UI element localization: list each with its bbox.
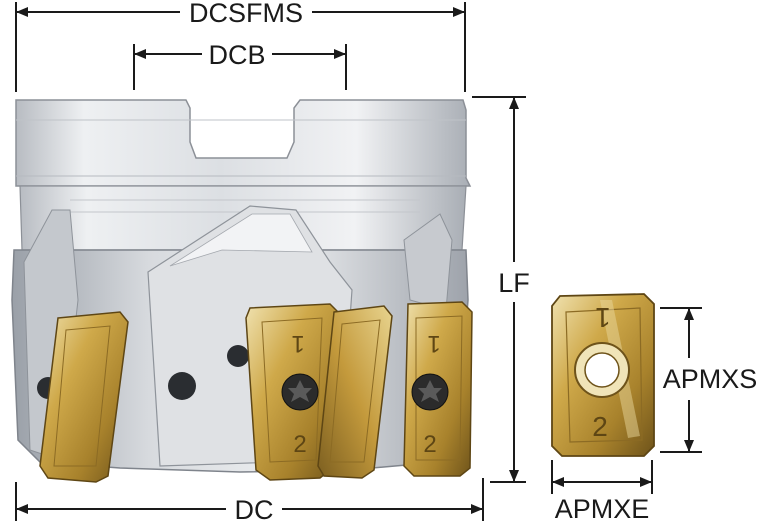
cutter-insert-center: 1 2: [245, 303, 341, 481]
label-dc: DC: [235, 495, 274, 523]
label-apmxs: APMXS: [663, 364, 758, 394]
flute-right: [403, 213, 453, 311]
insert-marking-bottom-center: 2: [293, 431, 306, 458]
cutter-flange: [15, 99, 472, 187]
flute-center-shade: [169, 213, 313, 267]
insert-marking-bottom-right: 2: [423, 431, 436, 458]
label-lf: LF: [498, 268, 530, 298]
cutter-insert-left: [39, 311, 129, 483]
insert-marking-top-right: 1: [427, 330, 440, 357]
label-apmxe: APMXE: [555, 494, 650, 523]
coolant-hole-center: [168, 372, 196, 400]
standalone-insert-marking-bottom: 2: [592, 411, 608, 442]
label-dcsfms: DCSFMS: [189, 0, 303, 28]
dimension-lines: [15, 2, 702, 521]
cutter-body: [11, 99, 472, 473]
cutter-insert-center-right: [317, 305, 393, 479]
standalone-insert-hole: [584, 352, 620, 388]
coolant-hole-small: [227, 345, 249, 367]
cutter-insert-right: 1 2: [403, 301, 473, 477]
standalone-insert-marking-top: 1: [595, 302, 611, 333]
label-dcb: DCB: [208, 40, 265, 70]
insert-marking-top-center: 1: [291, 330, 304, 357]
standalone-insert: 1 2: [551, 293, 655, 457]
